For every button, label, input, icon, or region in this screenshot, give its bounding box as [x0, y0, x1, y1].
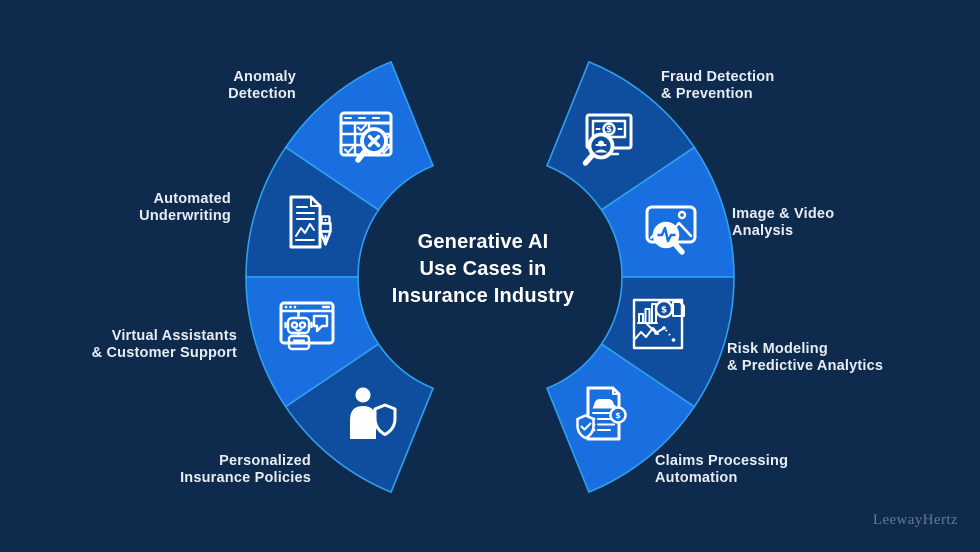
svg-text:$: $	[606, 125, 612, 135]
label-line: & Customer Support	[91, 345, 237, 361]
label-claims-processing: Claims Processing Automation	[655, 453, 788, 487]
label-line: Automation	[655, 470, 738, 486]
label-line: Fraud Detection	[661, 69, 775, 85]
label-line: Detection	[228, 86, 296, 102]
bar-chart	[637, 303, 658, 324]
speech-bubble	[312, 314, 329, 333]
segment-icon-claims: $	[571, 382, 635, 446]
label-virtual-assistants: Virtual Assistants & Customer Support	[92, 328, 237, 362]
title-line-1: Generative AI	[417, 231, 549, 253]
monitor-money-magnifier-icon: $	[582, 113, 633, 166]
label-line: Risk Modeling	[727, 341, 828, 357]
svg-text:$: $	[615, 411, 621, 420]
label-line: Anomaly	[233, 69, 296, 85]
check-shield	[576, 414, 595, 440]
label-fraud-detection: Fraud Detection & Prevention	[661, 69, 774, 103]
dollar-coin: $	[654, 299, 674, 319]
diagram-title: Generative AI Use Cases in Insurance Ind…	[330, 229, 636, 310]
title-line-3: Insurance Industry	[391, 285, 575, 307]
segment-icon-fraud: $	[576, 107, 640, 171]
magnifier	[355, 127, 388, 163]
label-image-video-analysis: Image & Video Analysis	[732, 206, 834, 240]
person-shield-icon	[350, 387, 397, 439]
robot	[284, 310, 313, 351]
document-pen-icon	[289, 195, 332, 249]
label-line: & Predictive Analytics	[727, 358, 884, 374]
svg-text:$: $	[661, 306, 667, 316]
label-line: Claims Processing	[655, 453, 789, 469]
segment-icon-risk: $	[626, 292, 690, 356]
label-risk-modeling: Risk Modeling & Predictive Analytics	[727, 341, 883, 375]
chart-coin-document-icon: $	[632, 298, 685, 350]
segment-icon-image-video	[639, 196, 703, 260]
dollar-coin: $	[609, 406, 627, 424]
label-personalized-policies: Personalized Insurance Policies	[180, 453, 311, 487]
title-line-2: Use Cases in	[419, 258, 547, 280]
spreadsheet-magnifier-x-icon	[339, 111, 393, 163]
label-line: Automated	[153, 191, 231, 207]
person-head	[355, 387, 371, 403]
car	[592, 399, 616, 409]
label-line: & Prevention	[661, 86, 753, 102]
person-body	[350, 406, 376, 439]
segment-icon-assistants	[275, 296, 339, 360]
label-line: Insurance Policies	[180, 470, 311, 486]
label-line: Underwriting	[139, 208, 231, 224]
label-automated-underwriting: Automated Underwriting	[139, 191, 231, 225]
brand-watermark: LeewayHertz	[872, 512, 958, 528]
magnifier-person	[582, 132, 615, 166]
label-anomaly-detection: Anomaly Detection	[228, 69, 296, 103]
magnifier-pulse	[652, 221, 685, 255]
segment-icon-underwriting	[276, 190, 340, 254]
photo-magnifier-pulse-icon	[645, 205, 697, 255]
label-line: Analysis	[732, 223, 794, 239]
label-line: Image & Video	[732, 206, 835, 222]
trend-line	[634, 327, 659, 340]
chatbot-robot-icon	[279, 301, 335, 351]
label-line: Virtual Assistants	[111, 328, 237, 344]
shield	[373, 403, 397, 436]
mini-document	[672, 301, 685, 317]
segment-icon-personalized	[337, 382, 401, 446]
fountain-pen	[319, 215, 332, 246]
segment-icon-anomaly	[334, 104, 398, 168]
claim-document-car-icon: $	[576, 386, 627, 441]
label-line: Personalized	[219, 453, 311, 469]
